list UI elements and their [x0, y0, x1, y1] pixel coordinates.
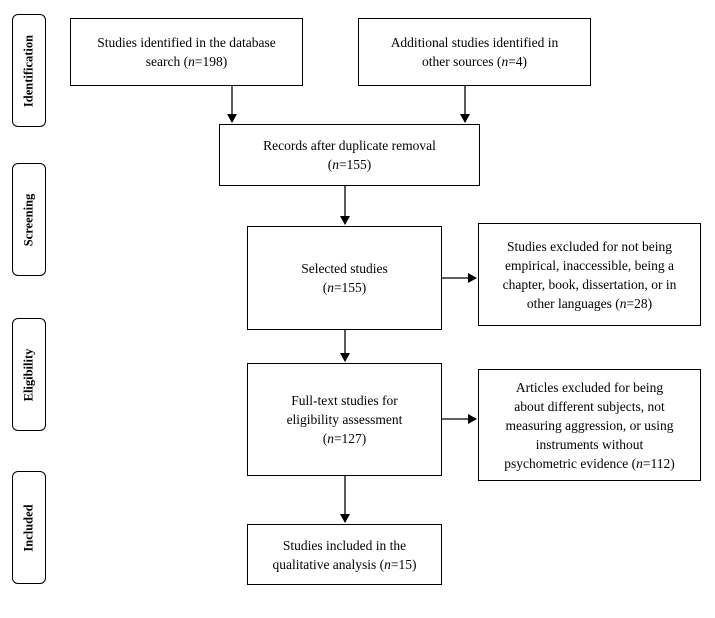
excluded-screening-line2: empirical, inaccessible, being a	[504, 257, 675, 273]
database-search-box: Studies identified in the database searc…	[70, 18, 303, 86]
fulltext-studies-line1: Full-text studies for	[291, 393, 398, 408]
included-studies-line1: Studies included in the	[282, 537, 407, 553]
fulltext-studies-line3: (n=127)	[322, 431, 367, 446]
stage-screening: Screening	[12, 163, 46, 276]
selected-studies-line2: (n=155)	[322, 280, 367, 295]
additional-sources-line1: Additional studies identified in	[390, 35, 559, 50]
excluded-eligibility-line1: Articles excluded for being	[515, 379, 664, 395]
additional-sources-box: Additional studies identified in other s…	[358, 18, 591, 86]
included-studies-box: Studies included in the qualitative anal…	[247, 524, 442, 585]
excluded-eligibility-line2: about different subjects, not	[514, 398, 665, 414]
excluded-screening-box: Studies excluded for not being empirical…	[478, 223, 701, 326]
excluded-eligibility-box: Articles excluded for being about differ…	[478, 369, 701, 481]
database-search-line2: search (n=198)	[145, 54, 228, 69]
excluded-screening-line4: other languages (n=28)	[526, 295, 653, 311]
included-studies-line2: qualitative analysis (n=15)	[272, 556, 417, 572]
fulltext-studies-line2: eligibility assessment	[286, 412, 403, 427]
duplicate-removal-box: Records after duplicate removal (n=155)	[219, 124, 480, 186]
duplicate-removal-line1: Records after duplicate removal	[263, 138, 436, 153]
excluded-eligibility-line3: measuring aggression, or using	[505, 417, 674, 433]
selected-studies-line1: Selected studies	[301, 261, 388, 276]
stage-identification: Identification	[12, 14, 46, 127]
stage-eligibility: Eligibility	[12, 318, 46, 431]
additional-sources-line2: other sources (n=4)	[421, 54, 528, 69]
stage-included: Included	[12, 471, 46, 584]
excluded-eligibility-line4: instruments without	[535, 436, 644, 452]
selected-studies-box: Selected studies (n=155)	[247, 226, 442, 330]
excluded-eligibility-line5: psychometric evidence (n=112)	[504, 455, 675, 471]
excluded-screening-line3: chapter, book, dissertation, or in	[502, 276, 677, 292]
database-search-line1: Studies identified in the database	[97, 35, 276, 50]
fulltext-studies-box: Full-text studies for eligibility assess…	[247, 363, 442, 476]
excluded-screening-line1: Studies excluded for not being	[507, 238, 672, 254]
duplicate-removal-line2: (n=155)	[327, 157, 372, 172]
